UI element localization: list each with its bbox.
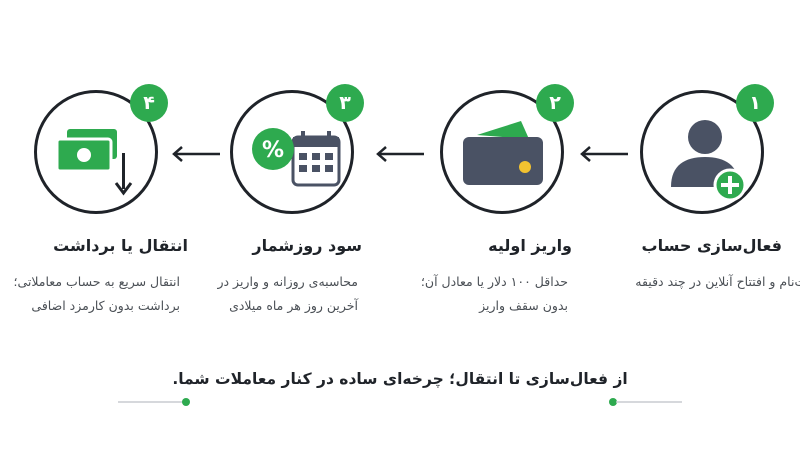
step-1-title: فعال‌سازی حساب [641, 236, 782, 255]
step-3: % ۳ سود روزشمار محاسبه‌ی روزانه و واریز … [217, 84, 450, 330]
step-3-title: سود روزشمار [252, 236, 362, 255]
cash-withdraw-icon [55, 129, 133, 196]
step-2-description: حداقل ۱۰۰ دلار یا معادل آن؛ بدون سقف وار… [420, 274, 568, 313]
tagline: از فعال‌سازی تا انتقال؛ چرخه‌ای ساده در … [172, 370, 628, 388]
step-2-title: واریز اولیه [488, 236, 572, 255]
svg-text:%: % [262, 138, 284, 163]
step-4-title: انتقال یا برداشت [53, 236, 188, 255]
step-3-number-badge: ۳ [326, 84, 364, 122]
calendar-percent-icon: % [252, 128, 341, 187]
step-2: ۲ واریز اولیه حداقل ۱۰۰ دلار یا معادل آن… [421, 84, 660, 330]
step-1-number-badge: ۱ [736, 84, 774, 122]
arrow-left-icon [172, 146, 220, 162]
step-2-circle [440, 90, 564, 214]
step-4: ۴ انتقال یا برداشت انتقال سریع به حساب م… [13, 84, 254, 330]
step-4-description: انتقال سریع به حساب معاملاتی؛ برداشت بدو… [13, 274, 180, 313]
step-2-number-badge: ۲ [536, 84, 574, 122]
step-3-description: محاسبه‌ی روزانه و واریز در آخرین روز هر … [217, 274, 358, 313]
step-1-description: ثبت‌نام و افتتاح آنلاین در چند دقیقه [635, 274, 800, 289]
user-add-icon [671, 120, 747, 202]
step-1: ۱ فعال‌سازی حساب ثبت‌نام و افتتاح آنلاین… [635, 84, 800, 330]
arrow-left-icon [580, 146, 628, 162]
divider-left [118, 398, 190, 406]
arrow-left-icon [376, 146, 424, 162]
wallet-icon [463, 121, 543, 185]
step-4-number-badge: ۴ [130, 84, 168, 122]
divider-right [609, 398, 682, 406]
